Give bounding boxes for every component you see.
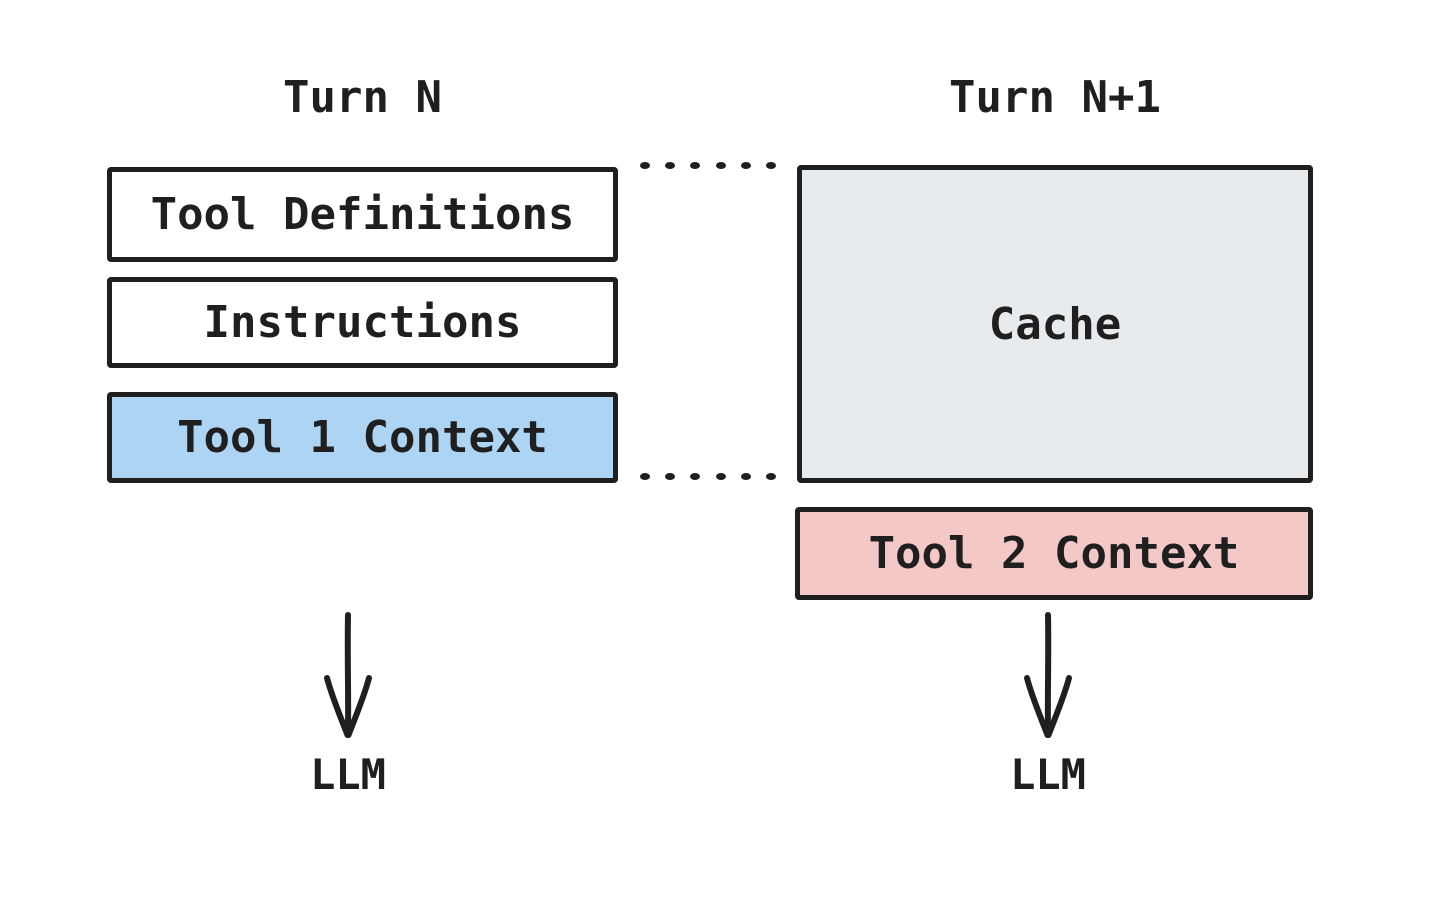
cache-label: Cache (988, 298, 1122, 350)
llm-label-turn-n: LLM (310, 750, 386, 799)
turn-n-title: Turn N (283, 72, 442, 123)
down-arrow-icon (324, 612, 372, 738)
dot (740, 161, 751, 169)
tool-1-context-label: Tool 1 Context (177, 412, 548, 463)
dot (765, 161, 776, 169)
instructions-label: Instructions (203, 297, 522, 348)
dot (715, 161, 726, 169)
tool-1-context-box: Tool 1 Context (107, 392, 618, 483)
tool-2-context-box: Tool 2 Context (795, 507, 1313, 600)
cache-bottom-dotted-connector (640, 472, 776, 480)
cache-top-dotted-connector (640, 161, 776, 169)
dot (740, 472, 751, 480)
dot (690, 161, 701, 169)
dot (690, 472, 701, 480)
down-arrow-icon (1024, 612, 1072, 738)
tool-2-context-label: Tool 2 Context (868, 528, 1240, 579)
dot (640, 472, 650, 480)
dot (765, 472, 776, 480)
dot (665, 161, 676, 169)
instructions-box: Instructions (107, 277, 618, 368)
tool-definitions-label: Tool Definitions (150, 189, 575, 240)
turn-n-plus-1-title: Turn N+1 (949, 72, 1161, 123)
dot (715, 472, 726, 480)
dot (665, 472, 676, 480)
dot (640, 161, 650, 169)
tool-definitions-box: Tool Definitions (107, 167, 618, 262)
llm-label-turn-n-plus-1: LLM (1010, 750, 1086, 799)
cache-box: Cache (797, 165, 1313, 483)
